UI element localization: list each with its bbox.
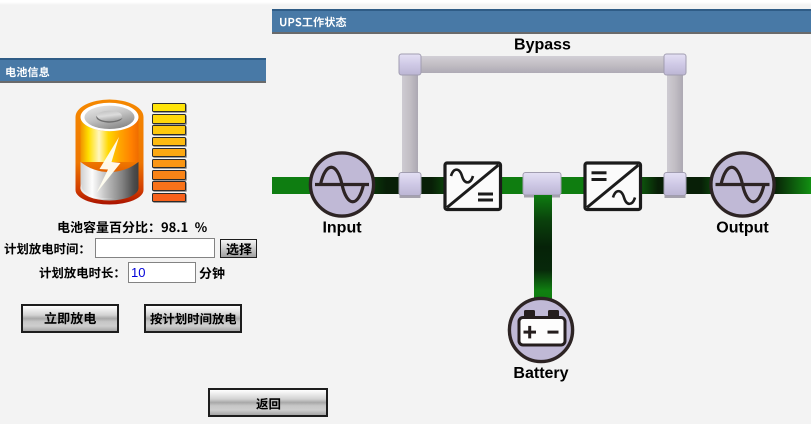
svg-text:Input: Input: [322, 220, 362, 237]
svg-text:Battery: Battery: [513, 365, 568, 382]
svg-text:Bypass: Bypass: [514, 37, 571, 54]
svg-text:Output: Output: [716, 220, 769, 237]
